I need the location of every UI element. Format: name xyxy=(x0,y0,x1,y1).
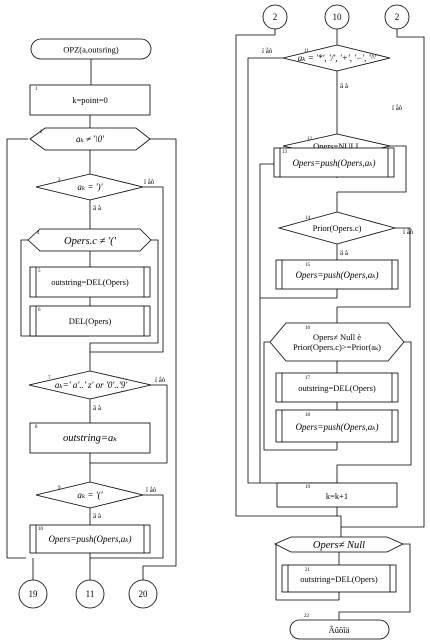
block-number: 13 xyxy=(282,150,288,155)
yes-label: ä à xyxy=(93,204,102,212)
connector-circle xyxy=(128,579,158,609)
block-number: 9 xyxy=(58,486,61,491)
connector-circle xyxy=(75,579,105,609)
connector-label: 20 xyxy=(139,589,149,599)
block-number: 12 xyxy=(307,137,313,142)
block-number: 14 xyxy=(305,216,311,221)
no-branch-line xyxy=(337,227,411,308)
block-number: 21 xyxy=(305,568,311,573)
loop-condition-block xyxy=(29,127,151,151)
open-paren-condition-label: aₖ = '(' xyxy=(77,490,103,500)
yes-label: ä à xyxy=(93,404,102,412)
block-number: 19 xyxy=(305,485,311,490)
push1-label: Opers=push(Opers,aₖ) xyxy=(292,158,375,168)
inner-exit-line xyxy=(89,239,159,352)
del-out-label: outstring=DEL(Opers) xyxy=(51,277,129,287)
exit-line xyxy=(260,289,338,299)
del-block xyxy=(29,305,151,337)
final-loop-exit-line xyxy=(338,543,411,620)
connector-label: 10 xyxy=(333,12,343,22)
no-branch-line xyxy=(90,186,164,353)
block-number: 15 xyxy=(305,263,311,268)
init-label: k=point=0 xyxy=(72,95,108,105)
block-number: 7 xyxy=(48,376,51,381)
del-out1-label: outstring=DEL(Opers) xyxy=(298,383,376,393)
null-condition-label: Opers=NULL xyxy=(313,141,361,151)
del-out-block xyxy=(29,266,151,298)
push2-label: Opers=push(Opers,aₖ) xyxy=(295,270,378,280)
opers-loop-label: Opers.c ≠ '(' xyxy=(64,236,117,247)
yes-exit-line xyxy=(259,163,275,483)
priority-loop-line2: Prior(Opers.c)>=Prior(aₖ) xyxy=(293,342,381,352)
final-loop-label: Opers≠ Null xyxy=(313,540,365,551)
connector-line xyxy=(235,29,342,537)
no-label: í åò xyxy=(144,178,155,186)
block-number: 8 xyxy=(35,425,38,430)
letter-condition-label: aₖ=' a'..' z' or '0'..'9' xyxy=(55,380,128,390)
loop-exit-line xyxy=(142,138,177,580)
loop-back-line xyxy=(6,138,28,559)
no-branch-line xyxy=(337,145,407,193)
paren-condition-label: aₖ = ')' xyxy=(77,182,103,192)
push-label: Opers=push(Opers,aₖ) xyxy=(48,534,131,544)
no-label: í åò xyxy=(146,486,157,494)
init-block xyxy=(29,84,151,116)
block-number: 22 xyxy=(304,614,310,619)
increment-block xyxy=(276,482,398,508)
push3-label: Opers=push(Opers,aₖ) xyxy=(295,422,378,432)
connector-label: 2 xyxy=(273,12,278,22)
no-branch-line xyxy=(90,494,164,559)
block-number: 18 xyxy=(305,413,311,418)
prior-condition-label: Prior(Opers.c) xyxy=(313,223,362,233)
block-number: 2 xyxy=(40,130,43,135)
priority-loop-line1: Opers≠ Null è xyxy=(313,332,361,342)
block-number: 4 xyxy=(37,231,40,236)
del-label: DEL(Opers) xyxy=(69,316,112,326)
operator-condition-label: aₖ = '*', '/', '+', '−', '^' xyxy=(298,53,378,63)
block-number: 1 xyxy=(35,87,38,92)
final-loop-back-line xyxy=(275,544,339,601)
push1-block xyxy=(273,147,395,178)
del-out1-block xyxy=(275,372,399,403)
block-number: 5 xyxy=(38,269,41,274)
loop-condition-label: aₖ ≠ '\0' xyxy=(76,134,105,144)
inner-loop-line xyxy=(263,341,337,451)
operator-condition-diamond xyxy=(282,44,391,72)
connector-line xyxy=(341,29,425,528)
yes-label: ä à xyxy=(340,249,349,257)
end-terminal xyxy=(289,619,390,640)
push-block xyxy=(29,524,151,554)
push2-block xyxy=(275,259,399,290)
assign-block xyxy=(29,422,151,454)
connector-label: 2 xyxy=(395,12,400,22)
start-label: OPZ(a,outsring) xyxy=(63,45,119,55)
block-number: 10 xyxy=(38,527,44,532)
increment-label: k=k+1 xyxy=(326,491,348,501)
no-branch-line xyxy=(90,384,168,464)
connector-circle xyxy=(18,579,48,609)
block-number: 11 xyxy=(304,49,309,54)
yes-label: ä à xyxy=(340,82,349,90)
block-number: 3 xyxy=(58,178,61,183)
connector-label: 19 xyxy=(29,589,39,599)
no-label: í åò xyxy=(155,376,166,384)
no-label: í åò xyxy=(403,228,414,236)
block-number: 16 xyxy=(305,326,311,331)
push3-block xyxy=(275,409,399,443)
inner-exit-line xyxy=(336,341,412,483)
end-label: Âûõîä xyxy=(329,625,350,635)
block-number: 17 xyxy=(305,376,311,381)
no-label: í åò xyxy=(392,104,403,112)
yes-label: ä à xyxy=(93,512,102,520)
del-out2-label: outstring=DEL(Opers) xyxy=(300,574,378,584)
assign-label: outstring=aₖ xyxy=(63,433,117,444)
no-label: í åò xyxy=(262,47,273,55)
block-number: 6 xyxy=(38,308,41,313)
connector-label: 11 xyxy=(86,589,95,599)
